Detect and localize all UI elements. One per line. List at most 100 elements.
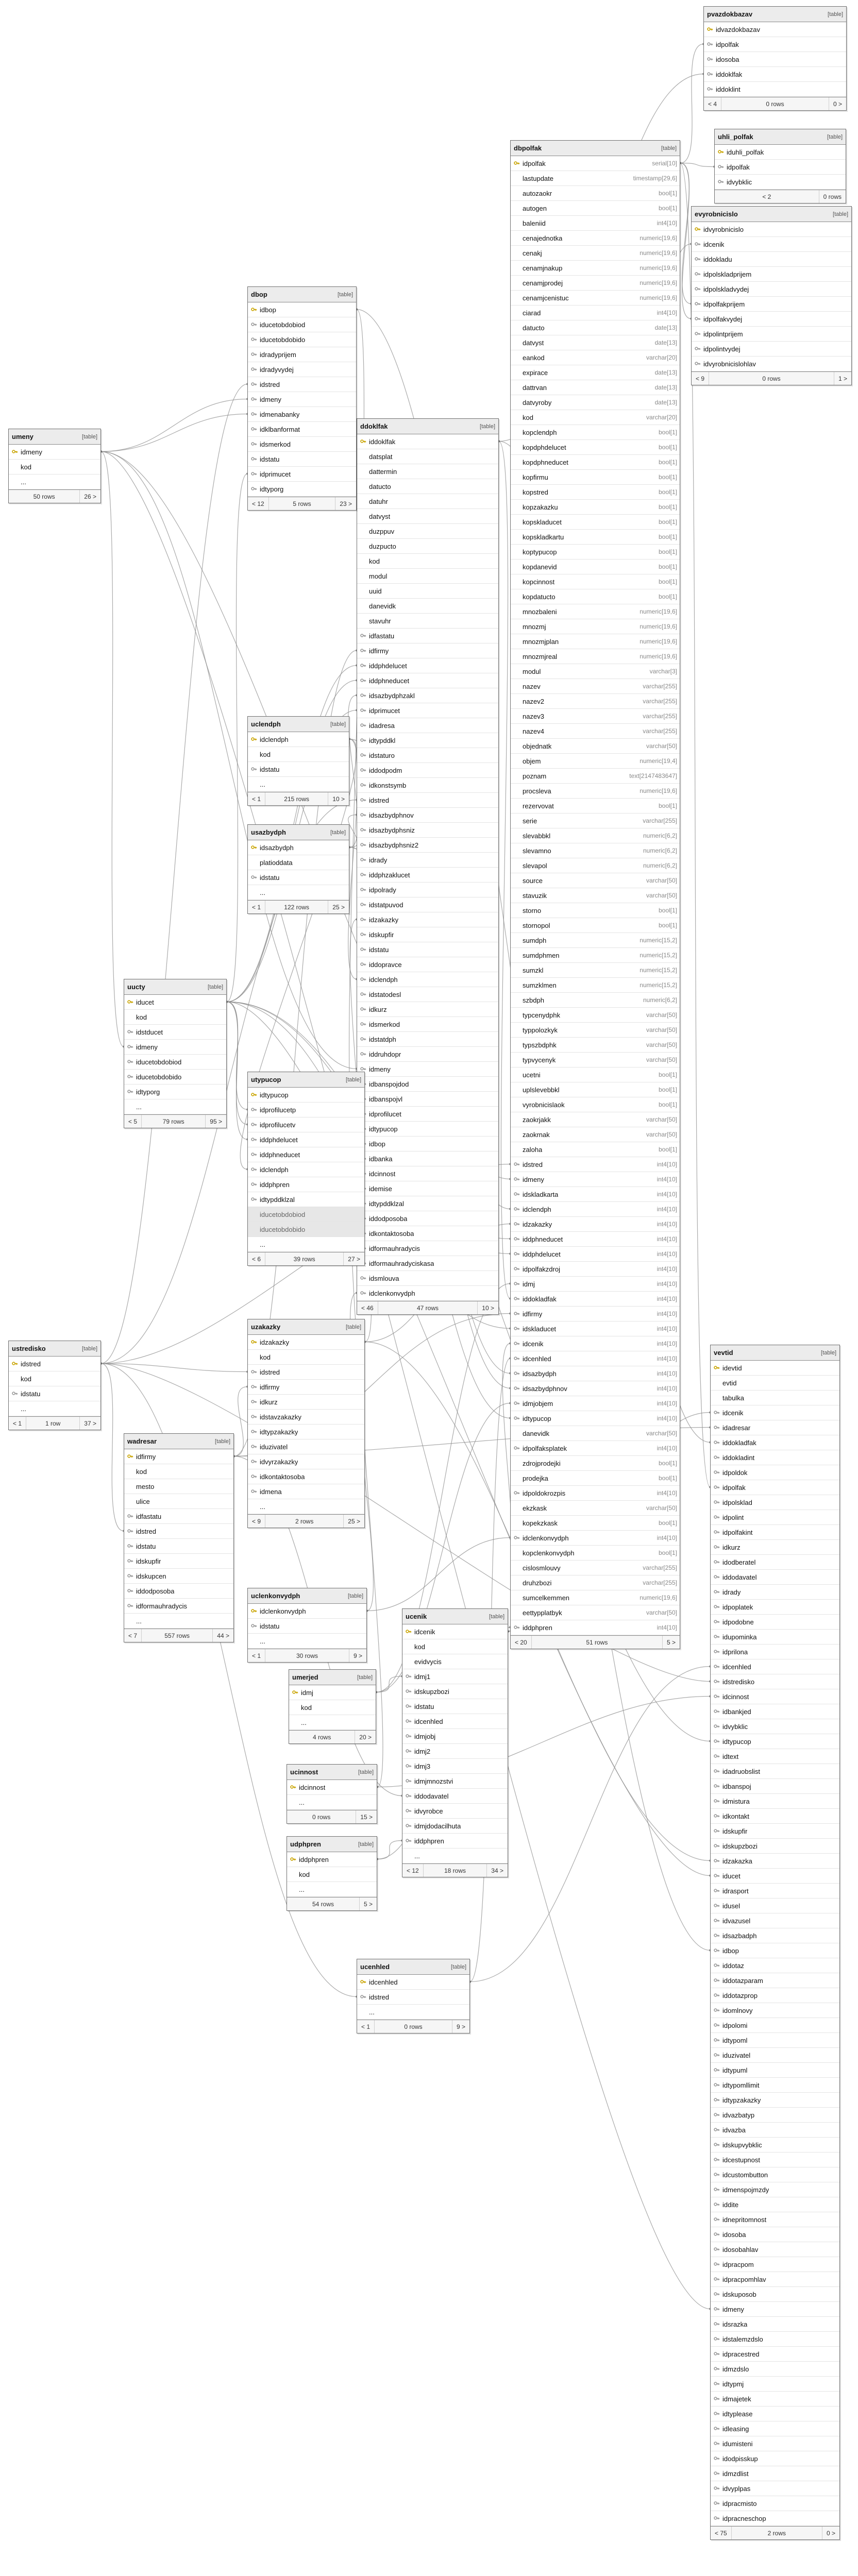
table-field-row: iddokladint [711,1450,839,1465]
table-header[interactable]: uclendph[table] [248,717,349,732]
table-field-row: idstatodesl [357,987,498,1002]
table-field-row: iducet [124,995,226,1010]
table-header[interactable]: udphpren[table] [287,1837,377,1852]
no-key-spacer [250,1211,258,1218]
no-key-spacer [513,608,520,615]
field-name: evtid [722,1379,737,1387]
field-name: idcenik [722,1409,744,1417]
field-type: bool[1] [658,444,677,451]
table-header[interactable]: uclenkonvydph[table] [248,1588,366,1604]
fk-count: < 9 [692,372,710,385]
field-name: kopcinnost [523,578,555,586]
children-count: 10 > [482,1304,494,1312]
field-type: numeric[6,2] [643,847,677,854]
field-name: cenajednotka [523,234,563,242]
field-type: int4[10] [657,1370,677,1377]
table-header[interactable]: umerjed[table] [289,1670,376,1685]
table-header[interactable]: uucty[table] [124,979,226,995]
field-name: idupominka [722,1633,757,1641]
foreign-key-icon [713,1544,720,1551]
table-header[interactable]: dbop[table] [248,287,356,302]
field-name: lastupdate [523,174,553,182]
foreign-key-icon [405,1807,412,1815]
field-type: varchar[255] [643,1579,677,1586]
field-name: idkurz [369,1005,387,1013]
field-name: idformauhradycis [136,1602,187,1610]
table-header[interactable]: vevtid[table] [711,1345,839,1361]
field-name: idstatu [260,765,280,773]
table-header[interactable]: evyrobnicislo[table] [692,207,851,222]
table-field-row: idstatu [124,1539,233,1554]
relationship-edge [100,451,357,1070]
row-count: 51 rows [532,1636,663,1649]
foreign-key-icon [694,300,701,308]
table-header[interactable]: umeny[table] [9,429,100,445]
table-header[interactable]: ucenik[table] [402,1609,508,1624]
table-type-tag: [table] [827,133,843,140]
primary-key-icon [11,1360,19,1367]
table-field-row: idcenik [402,1624,508,1639]
no-key-spacer [513,518,520,526]
table-header[interactable]: wadresar[table] [124,1434,233,1449]
table-header[interactable]: utypucop[table] [248,1072,364,1088]
field-name: idsazbydph [260,843,294,852]
field-name: idsmerkod [369,1020,400,1028]
field-name: objem [523,757,541,765]
no-key-spacer [513,414,520,421]
table-header[interactable]: ustredisko[table] [9,1341,100,1357]
field-name: idstred [260,1368,280,1376]
no-key-spacer [513,967,520,974]
field-name: idclenkonvydph [260,1607,306,1615]
field-type: bool[1] [658,503,677,511]
field-type: int4[10] [657,1250,677,1258]
table-header[interactable]: uhli_polfak[table] [715,129,846,145]
table-header[interactable]: ucenhled[table] [357,1959,469,1975]
foreign-key-icon [360,1065,367,1073]
table-header[interactable]: ucinnost[table] [287,1765,377,1780]
table-header[interactable]: uzakazky[table] [248,1319,364,1335]
table-header[interactable]: ddoklfak[table] [357,419,498,434]
no-key-spacer [513,638,520,645]
children-count: 0 > [826,2529,835,2537]
table-header[interactable]: dbpolfak[table] [511,141,680,156]
table-header[interactable]: usazbydph[table] [248,825,349,840]
table-header[interactable]: pvazdokbazav[table] [704,7,846,22]
no-key-spacer [513,548,520,555]
field-name: iducetobdobiod [260,1210,306,1218]
field-name: idmj1 [414,1672,431,1681]
table-name: uucty [127,983,145,991]
table-field-row: mesto [124,1479,233,1494]
field-name: iddotaz [722,1961,744,1970]
foreign-key-icon [713,1902,720,1909]
no-key-spacer [360,513,367,520]
